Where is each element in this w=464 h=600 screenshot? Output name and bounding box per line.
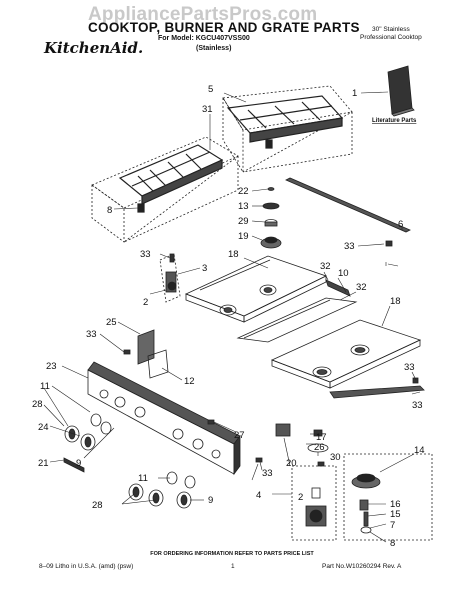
model-line: For Model: KGCU407VSS00 xyxy=(158,35,250,42)
callout-12: 12 xyxy=(184,376,195,387)
ordering-note: FOR ORDERING INFORMATION REFER TO PARTS … xyxy=(150,551,314,557)
callout-18-left: 18 xyxy=(228,249,239,260)
callout-18-right: 18 xyxy=(390,296,401,307)
callout-17: 17 xyxy=(316,432,327,443)
callout-9-bottom: 9 xyxy=(208,495,213,506)
spec-line-2: Professional Cooktop xyxy=(360,34,422,41)
callout-11-top: 11 xyxy=(40,381,50,392)
callout-4: 4 xyxy=(256,490,261,501)
callout-32-top: 32 xyxy=(320,261,331,272)
callout-33-right-low: 33 xyxy=(412,400,423,411)
callout-8-bottom: 8 xyxy=(390,538,395,549)
callout-33-right-top: 33 xyxy=(344,241,355,252)
callout-19: 19 xyxy=(238,231,249,242)
footer-litho: 8–09 Litho in U.S.A. (amd) (psw) xyxy=(39,563,134,570)
callout-13: 13 xyxy=(238,201,249,212)
callout-21: 21 xyxy=(38,458,49,469)
footer-part-number: Part No.W10260294 Rev. A xyxy=(322,563,402,570)
callout-5: 5 xyxy=(208,84,213,95)
callout-2-bottom: 2 xyxy=(298,492,303,503)
callout-28-bottom: 28 xyxy=(92,500,103,511)
cooktop-panel-right xyxy=(270,319,422,389)
burner-grate-right xyxy=(226,95,344,149)
callout-7: 7 xyxy=(390,520,395,531)
callout-33-bottom: 33 xyxy=(262,468,273,479)
callout-1: 1 xyxy=(352,88,357,99)
griddle-grate-left xyxy=(118,144,224,213)
brand-logo: KitchenAid. xyxy=(44,39,144,57)
callout-2-top: 2 xyxy=(143,297,148,308)
literature-booklet xyxy=(387,65,415,117)
callout-25: 25 xyxy=(106,317,117,328)
callout-15: 15 xyxy=(390,509,401,520)
callout-30: 30 xyxy=(330,452,341,463)
page-title: COOKTOP, BURNER AND GRATE PARTS xyxy=(88,20,360,35)
callout-20: 20 xyxy=(286,458,297,469)
callout-9-top: 9 xyxy=(76,458,81,469)
callout-3: 3 xyxy=(202,263,207,274)
variant-label: (Stainless) xyxy=(196,45,232,52)
watermark: AppliancePartsPros.com xyxy=(88,4,318,25)
callout-33-left: 33 xyxy=(86,329,97,340)
callout-28-top: 28 xyxy=(32,399,43,410)
callout-16: 16 xyxy=(390,499,401,510)
callout-14: 14 xyxy=(414,445,425,456)
callout-8-top: 8 xyxy=(107,205,112,216)
callout-6: 6 xyxy=(398,219,403,230)
knobs-lower xyxy=(128,471,196,509)
control-panel xyxy=(87,361,241,476)
knobs-left xyxy=(64,413,112,451)
callout-32-mid: 32 xyxy=(356,282,367,293)
callout-22: 22 xyxy=(238,186,249,197)
callout-24: 24 xyxy=(38,422,49,433)
callout-11-bottom: 11 xyxy=(138,473,148,484)
callout-31: 31 xyxy=(202,104,213,115)
callout-33-right-mid: 33 xyxy=(404,362,415,373)
callout-23: 23 xyxy=(46,361,57,372)
callout-29: 29 xyxy=(238,216,249,227)
spec-line-1: 30" Stainless xyxy=(372,26,410,33)
callout-10: 10 xyxy=(338,268,349,279)
callout-33-valve: 33 xyxy=(140,249,151,260)
callout-26: 26 xyxy=(314,442,325,453)
literature-label: Literature Parts xyxy=(372,118,417,124)
footer-page-number: 1 xyxy=(231,563,235,570)
callout-27: 27 xyxy=(234,430,245,441)
